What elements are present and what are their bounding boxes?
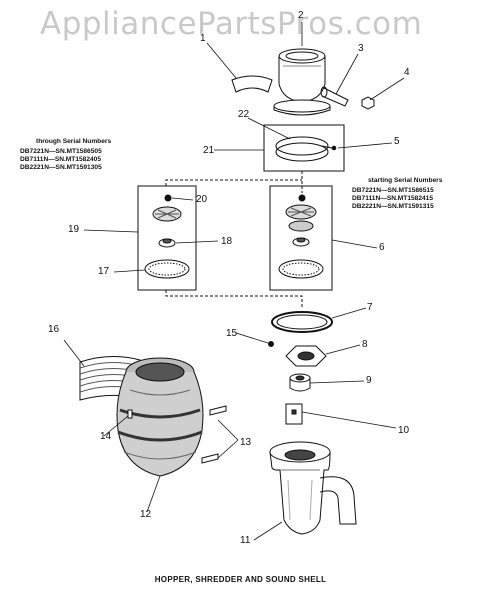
clamp-box bbox=[263, 124, 345, 172]
serial-right-line-1: DB7221N—SN.MT1586515 bbox=[352, 187, 434, 194]
part-4-nut bbox=[361, 96, 375, 110]
callout-14: 14 bbox=[100, 431, 112, 442]
part-22-ring bbox=[275, 136, 329, 156]
part-7-gasket bbox=[271, 311, 333, 333]
part-12-shell bbox=[116, 357, 204, 477]
serial-right-line-3: DB2221N—SN.MT1591315 bbox=[352, 203, 434, 210]
callout-10: 10 bbox=[398, 425, 410, 436]
shredder-box-left bbox=[137, 185, 197, 291]
callout-9: 9 bbox=[366, 375, 372, 386]
callout-1: 1 bbox=[200, 33, 206, 44]
callout-13: 13 bbox=[240, 437, 252, 448]
part-13-clip-a bbox=[209, 405, 227, 416]
part-15-screw bbox=[268, 341, 274, 347]
callout-21: 21 bbox=[203, 145, 215, 156]
diagram-caption: HOPPER, SHREDDER AND SOUND SHELL bbox=[154, 575, 327, 584]
serial-left-heading: through Serial Numbers bbox=[36, 138, 112, 145]
part-9-seal bbox=[289, 373, 311, 392]
callout-4: 4 bbox=[404, 67, 410, 78]
part-1-strap bbox=[231, 75, 273, 93]
callout-2: 2 bbox=[298, 10, 304, 21]
callout-8: 8 bbox=[362, 339, 368, 350]
callout-15: 15 bbox=[226, 328, 238, 339]
callout-7: 7 bbox=[367, 302, 373, 313]
callout-6: 6 bbox=[379, 242, 385, 253]
callout-5: 5 bbox=[394, 136, 400, 147]
callout-17: 17 bbox=[98, 266, 110, 277]
callout-3: 3 bbox=[358, 43, 364, 54]
part-2-hopper bbox=[273, 48, 331, 116]
callout-20: 20 bbox=[196, 194, 208, 205]
serial-right-line-2: DB7111N—SN.MT1582415 bbox=[352, 195, 434, 202]
part-8-flange bbox=[285, 345, 327, 367]
callout-16: 16 bbox=[48, 324, 60, 335]
part-11-housing bbox=[269, 441, 357, 535]
callout-18: 18 bbox=[221, 236, 233, 247]
serial-right-heading: starting Serial Numbers bbox=[368, 177, 443, 184]
part-14-clip bbox=[127, 409, 133, 419]
serial-left-line-2: DB7111N—SN.MT1582405 bbox=[20, 156, 102, 163]
shredder-box-right bbox=[269, 185, 333, 291]
watermark: AppliancePartsPros.com bbox=[40, 6, 423, 42]
serial-left-line-3: DB2221N—SN.MT1591305 bbox=[20, 164, 102, 171]
serial-left-line-1: DB7221N—SN.MT1586505 bbox=[20, 148, 102, 155]
callout-12: 12 bbox=[140, 509, 152, 520]
callout-22: 22 bbox=[238, 109, 250, 120]
callout-19: 19 bbox=[68, 224, 80, 235]
callout-11: 11 bbox=[240, 535, 251, 546]
part-13-clip-b bbox=[201, 453, 219, 464]
